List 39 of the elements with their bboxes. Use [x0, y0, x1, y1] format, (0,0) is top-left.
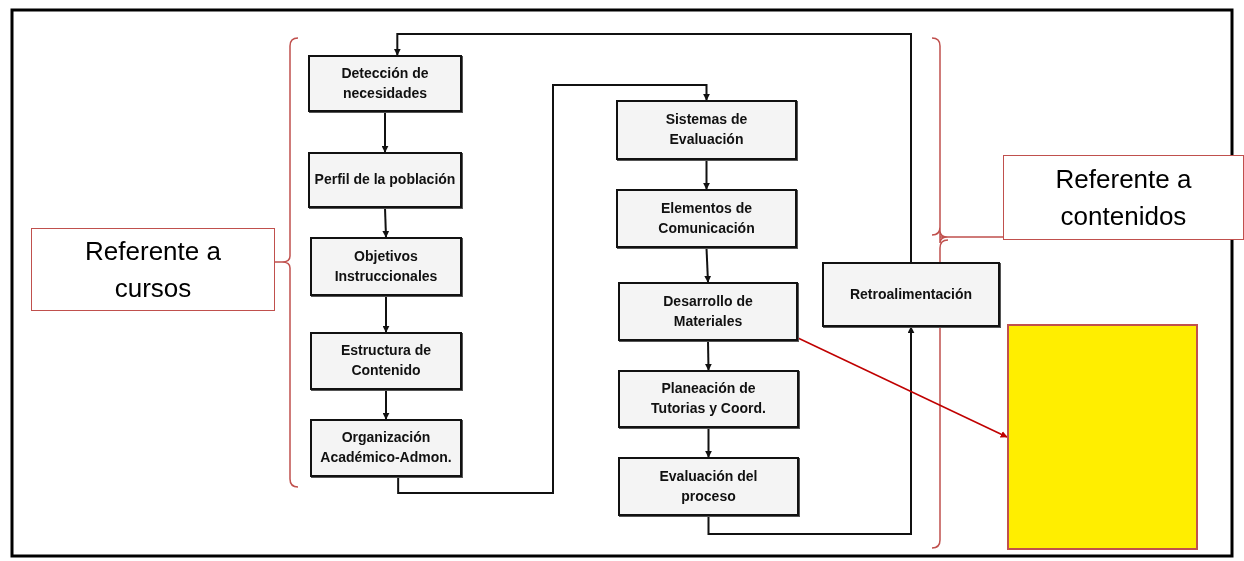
- callout-box: [31, 228, 275, 311]
- callout-text: Referente a contenidos: [1054, 163, 1193, 233]
- process-label: Desarrollo de Materiales: [662, 291, 754, 331]
- arrow: [707, 326, 915, 535]
- process-label: Sistemas de Evaluación: [664, 110, 749, 149]
- arrow: [797, 337, 1008, 438]
- arrow: [382, 389, 390, 420]
- arrow: [397, 84, 710, 494]
- process-label: Retroalimentación: [849, 284, 973, 304]
- arrow: [382, 295, 390, 333]
- arrow: [382, 207, 390, 238]
- arrow: [705, 427, 712, 458]
- callout-box: [1003, 155, 1244, 240]
- process-box: [308, 152, 462, 208]
- process-label: Perfil de la población: [314, 170, 456, 190]
- process-label: Objetivos Instruccionales: [333, 246, 439, 286]
- arrow: [704, 247, 712, 283]
- process-label: Elementos de Comunicación: [657, 198, 756, 238]
- process-label: Detección de necesidades: [340, 63, 430, 103]
- process-label: Evaluación del proceso: [658, 466, 759, 506]
- process-box: [618, 370, 799, 428]
- callout-text: Referente a cursos: [84, 235, 222, 305]
- process-box: [310, 237, 462, 296]
- process-box: [616, 189, 797, 248]
- process-label: Estructura de Contenido: [339, 341, 433, 380]
- process-box: [616, 100, 797, 160]
- highlight-box: [1007, 324, 1198, 550]
- process-box: [310, 332, 462, 390]
- arrow: [703, 159, 710, 190]
- process-label: Planeación de Tutorias y Coord.: [650, 379, 767, 418]
- arrow: [393, 33, 912, 263]
- process-box: [618, 282, 798, 341]
- process-box: [308, 55, 462, 112]
- arrow: [381, 111, 389, 153]
- process-box: [310, 419, 462, 477]
- process-label: Organización Académico-Admon.: [319, 428, 453, 467]
- arrow: [704, 340, 712, 371]
- process-box: [618, 457, 799, 516]
- process-box: [822, 262, 1000, 327]
